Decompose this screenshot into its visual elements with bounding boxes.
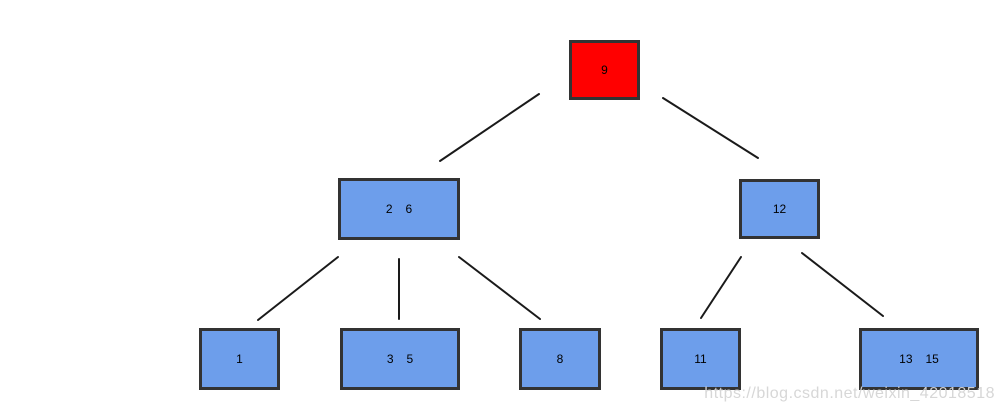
node-value: 6 <box>405 202 413 216</box>
tree-node-12: 12 <box>739 179 820 239</box>
tree-edge-12-to-11 <box>700 256 742 319</box>
tree-node-13-15: 13 15 <box>859 328 979 390</box>
tree-edge-12-to-13-15 <box>801 252 884 317</box>
tree-edge-9-to-12 <box>662 97 759 159</box>
tree-edge-2-6-to-8 <box>458 256 541 320</box>
node-value: 1 <box>236 352 243 366</box>
node-value: 2 <box>385 202 393 216</box>
node-value: 3 <box>386 352 394 366</box>
node-value: 11 <box>694 352 707 366</box>
tree-node-11: 11 <box>660 328 741 390</box>
tree-node-9: 9 <box>569 40 640 100</box>
node-value: 15 <box>925 352 939 366</box>
tree-node-8: 8 <box>519 328 601 390</box>
node-value: 5 <box>406 352 414 366</box>
tree-edge-2-6-to-1 <box>257 256 339 321</box>
node-value: 13 <box>899 352 913 366</box>
node-value: 8 <box>556 352 564 366</box>
node-value: 12 <box>772 202 787 216</box>
tree-edge-9-to-2-6 <box>439 93 540 162</box>
tree-node-1: 1 <box>199 328 280 390</box>
node-value: 9 <box>601 63 608 77</box>
